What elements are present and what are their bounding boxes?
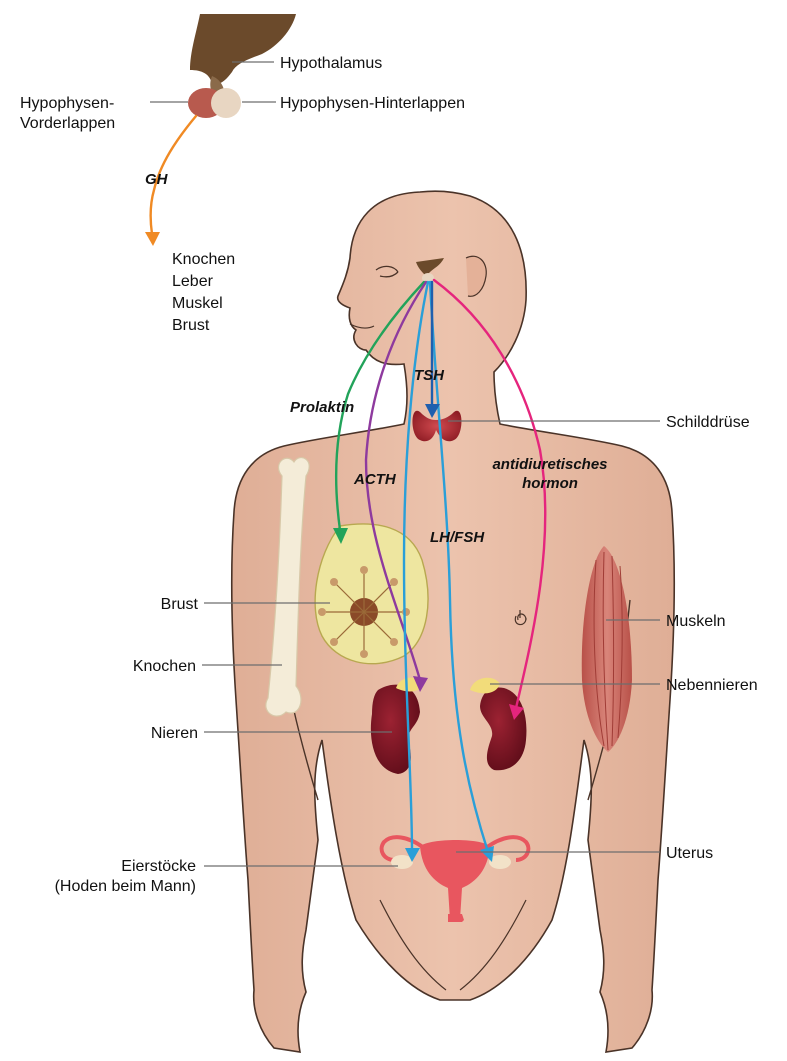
posterior-pituitary-shape <box>211 88 241 118</box>
label-bone: Knochen <box>133 658 196 675</box>
hormone-label-adh-line2: hormon <box>522 475 578 492</box>
hormone-label-acth: ACTH <box>353 471 397 488</box>
vagina-shape <box>448 914 464 922</box>
label-hypophysis-anterior-line1: Hypophysen- <box>20 95 114 112</box>
label-hypothalamus: Hypothalamus <box>280 55 382 72</box>
label-gh-target-2: Leber <box>172 273 214 290</box>
breast-organ <box>315 524 428 664</box>
label-ovaries-line2: (Hoden beim Mann) <box>55 878 196 895</box>
label-uterus: Uterus <box>666 845 713 862</box>
gh-arrowhead <box>145 232 160 246</box>
label-hypophysis-posterior: Hypophysen-Hinterlappen <box>280 95 465 112</box>
label-gh-target-3: Muskel <box>172 295 223 312</box>
hormone-label-prolactin: Prolaktin <box>290 399 354 416</box>
label-kidneys: Nieren <box>151 725 198 742</box>
label-thyroid: Schilddrüse <box>666 414 750 431</box>
label-muscles: Muskeln <box>666 613 726 630</box>
label-hypophysis-anterior-line2: Vorderlappen <box>20 115 115 132</box>
label-adrenal: Nebennieren <box>666 677 758 694</box>
label-gh-target-1: Knochen <box>172 251 235 268</box>
hormone-label-adh-line1: antidiuretisches <box>492 456 607 473</box>
hormone-label-gh: GH <box>145 171 169 188</box>
hypothalamus-shape <box>190 14 296 84</box>
label-ovaries-line1: Eierstöcke <box>121 858 196 875</box>
label-breast: Brust <box>161 596 199 613</box>
label-gh-target-4: Brust <box>172 317 210 334</box>
hormone-label-lh-fsh: LH/FSH <box>430 529 485 546</box>
hormone-label-tsh: TSH <box>414 367 445 384</box>
